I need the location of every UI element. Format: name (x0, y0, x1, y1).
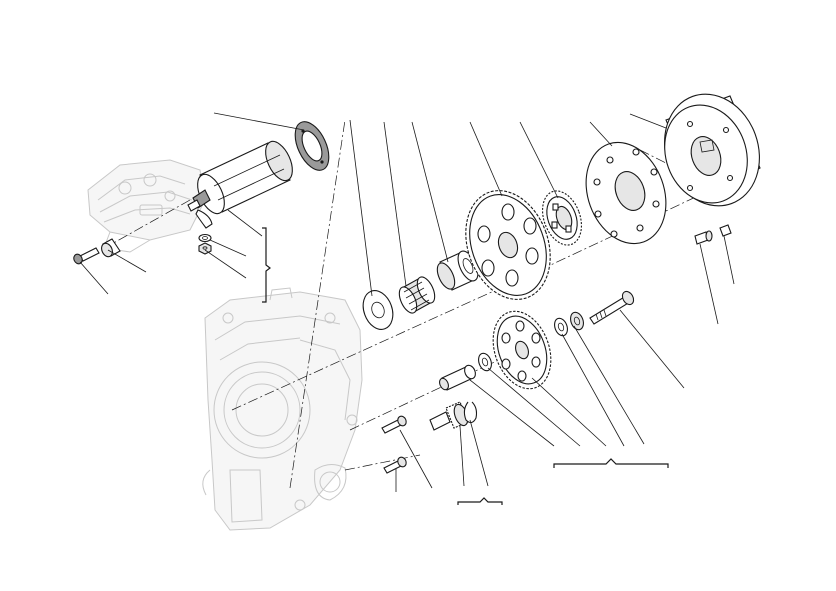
starter-washer (198, 233, 212, 243)
large-gear-holes (477, 203, 539, 287)
rotor-washer-small (719, 224, 732, 237)
washer-b (570, 311, 584, 331)
freewheel-plate (585, 141, 667, 245)
needle-bearing (398, 276, 436, 314)
case-bolt-lower (383, 456, 407, 474)
idler-shaft (439, 364, 476, 391)
flywheel-rotor (664, 93, 761, 207)
plate-holes (593, 148, 660, 238)
long-bolt (589, 290, 635, 325)
starter-nut (198, 242, 212, 255)
case-bolt-upper (381, 415, 407, 434)
engine-ghost (87, 159, 363, 531)
gasket-ring (294, 121, 330, 171)
bolt-left (73, 247, 100, 265)
centerlines (109, 119, 721, 489)
idler-group-bracket (553, 458, 669, 468)
starter-fixings-bracket (262, 227, 271, 303)
rotor-bolt-small (694, 230, 713, 245)
circlip (463, 401, 478, 424)
spacer-left (101, 238, 121, 258)
large-gear (465, 190, 551, 300)
cylinder-head-ghost (87, 159, 206, 253)
crankcase-ghost (202, 287, 363, 531)
idler-gear (492, 310, 552, 390)
pinion-bracket (457, 497, 503, 505)
freewheel-sprag (542, 190, 582, 246)
washer-a (554, 317, 568, 337)
leader-lines (79, 112, 735, 492)
starter-motor (187, 140, 293, 229)
washer-c (478, 352, 492, 372)
rotor-holes (686, 120, 734, 192)
idler-gear-holes (501, 320, 541, 382)
thrust-washer (362, 290, 394, 330)
